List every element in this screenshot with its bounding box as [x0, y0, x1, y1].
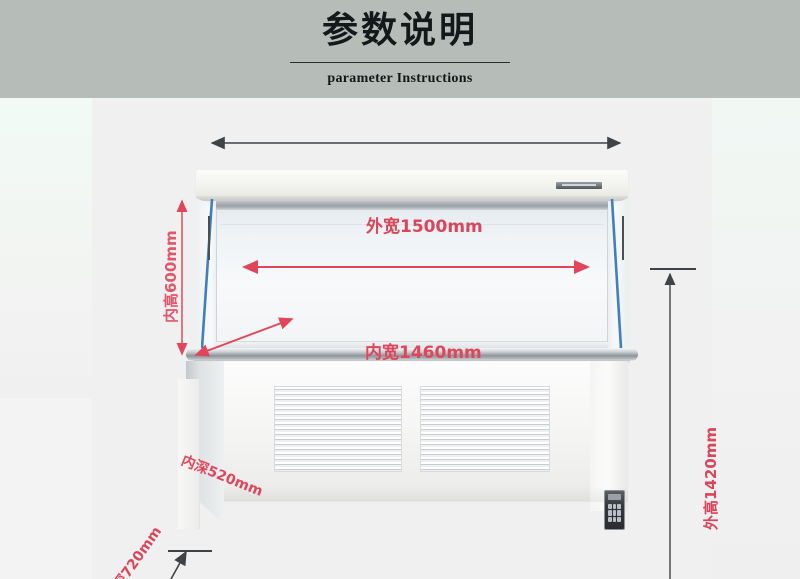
return-air-grille-left [274, 386, 402, 472]
extension-line-outer-width-right [622, 216, 624, 260]
dimension-lines-layer [144, 136, 676, 579]
backdrop-wash-right [712, 98, 800, 579]
keypad-key[interactable] [608, 510, 612, 516]
interior-bottom-rail [216, 341, 608, 349]
base-left-leg-panel [178, 379, 200, 529]
interior-top-rail [216, 201, 608, 210]
stainless-worktop [186, 348, 638, 361]
keypad-key[interactable] [617, 516, 621, 522]
canopy-front-edge [196, 196, 628, 201]
dimension-label-inner-height: 内高600mm [162, 230, 180, 323]
title-divider [290, 62, 510, 63]
extension-line-outer-width-left [208, 216, 210, 260]
interior-seam-line [220, 224, 604, 225]
keypad-key[interactable] [612, 504, 617, 510]
keypad-key[interactable] [612, 510, 617, 516]
content-area: 外宽1500mm 内高600mm 内宽1460mm 内深520mm 外深720m… [0, 98, 800, 579]
dimension-label-outer-width: 外宽1500mm [366, 217, 483, 237]
extension-line-outer-depth-top [168, 550, 212, 552]
page-subtitle: parameter Instructions [327, 71, 473, 86]
dimension-label-inner-width: 内宽1460mm [365, 343, 482, 363]
control-panel-keypad[interactable] [608, 504, 621, 522]
page-header: 参数说明 parameter Instructions [0, 0, 800, 98]
control-panel-display [608, 494, 621, 500]
keypad-key[interactable] [608, 504, 612, 510]
base-right-post [590, 361, 628, 511]
keypad-key[interactable] [617, 504, 621, 510]
keypad-key[interactable] [612, 516, 617, 522]
extension-line-outer-height-top [650, 268, 696, 270]
backdrop-wash-left [0, 98, 92, 398]
keypad-key[interactable] [617, 510, 621, 516]
keypad-key[interactable] [608, 516, 612, 522]
page-title: 参数说明 [321, 10, 478, 50]
base-shadow [224, 486, 628, 502]
canopy-fixture-icon [556, 182, 602, 189]
return-air-grille-right [420, 386, 550, 472]
dimension-label-outer-height: 外高1420mm [702, 426, 720, 530]
control-panel[interactable] [604, 490, 625, 530]
